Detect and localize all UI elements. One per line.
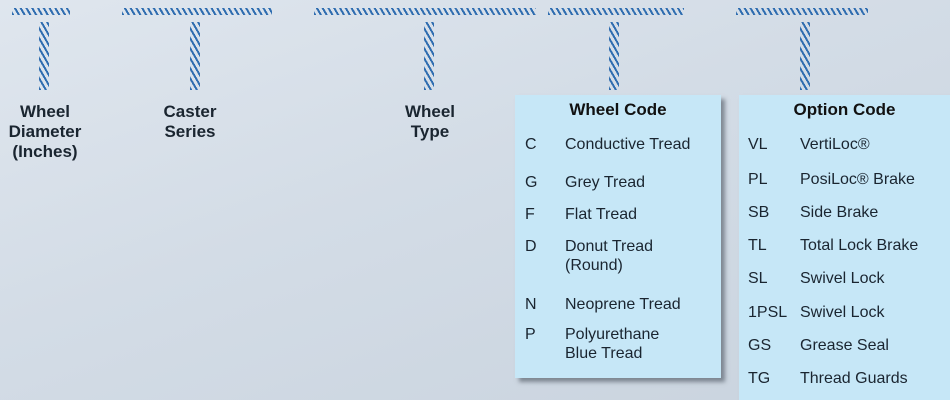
description-line: Polyurethane (565, 326, 660, 343)
description: Grey Tread (565, 174, 646, 191)
hatch-bar-type (314, 8, 536, 15)
label-caster-series: Caster Series (145, 102, 235, 142)
code: G (525, 174, 538, 191)
code: PL (748, 171, 768, 188)
description: Donut Tread (Round) (565, 237, 653, 275)
wheel-code-title: Wheel Code (569, 100, 667, 119)
code: TL (748, 237, 767, 254)
hatch-stem-wheel-code (609, 22, 619, 90)
description: Swivel Lock (800, 270, 885, 287)
description: VertiLoc® (800, 136, 870, 153)
label-wheel-diameter: Wheel Diameter (Inches) (0, 102, 90, 162)
option-code-title: Option Code (793, 100, 896, 119)
hatch-stem-series (190, 22, 200, 90)
description: Total Lock Brake (800, 237, 919, 254)
description: Thread Guards (800, 370, 908, 387)
code: C (525, 136, 537, 153)
label-line: Series (164, 122, 216, 141)
hatch-stem-type (424, 22, 434, 90)
description-line: (Round) (565, 257, 623, 274)
code: SB (748, 204, 770, 221)
label-line: (Inches) (12, 142, 78, 161)
description: Conductive Tread (565, 136, 691, 153)
description-line: Blue Tread (565, 345, 643, 362)
code: SL (748, 270, 768, 287)
hatch-bar-series (122, 8, 272, 15)
label-line: Wheel (19, 102, 71, 121)
label-line: Type (410, 122, 450, 141)
hatch-bar-diameter (12, 8, 70, 15)
label-wheel-type: Wheel Type (385, 102, 475, 142)
label-line: Wheel (404, 102, 456, 121)
label-line: Diameter (8, 122, 82, 141)
wheel-code-panel: Wheel Code C Conductive Tread G Grey Tre… (515, 95, 721, 378)
hatch-stem-diameter (39, 22, 49, 90)
code: 1PSL (748, 304, 788, 321)
code: F (525, 206, 535, 223)
code: VL (748, 136, 768, 153)
option-code-panel: Option Code VL VertiLoc® PL PosiLoc® Bra… (739, 95, 950, 400)
code: N (525, 296, 537, 313)
description: Flat Tread (565, 206, 638, 223)
code: D (525, 238, 537, 255)
code: GS (748, 337, 772, 354)
description: Polyurethane Blue Tread (565, 325, 659, 363)
code: TG (748, 370, 771, 387)
hatch-bar-option-code (736, 8, 868, 15)
description: PosiLoc® Brake (800, 171, 915, 188)
hatch-stem-option-code (800, 22, 810, 90)
code: P (525, 326, 536, 343)
label-line: Caster (163, 102, 217, 121)
description: Side Brake (800, 204, 879, 221)
hatch-bar-wheel-code (548, 8, 684, 15)
description: Swivel Lock (800, 304, 885, 321)
description: Grease Seal (800, 337, 889, 354)
description-line: Donut Tread (565, 238, 654, 255)
description: Neoprene Tread (565, 296, 681, 313)
